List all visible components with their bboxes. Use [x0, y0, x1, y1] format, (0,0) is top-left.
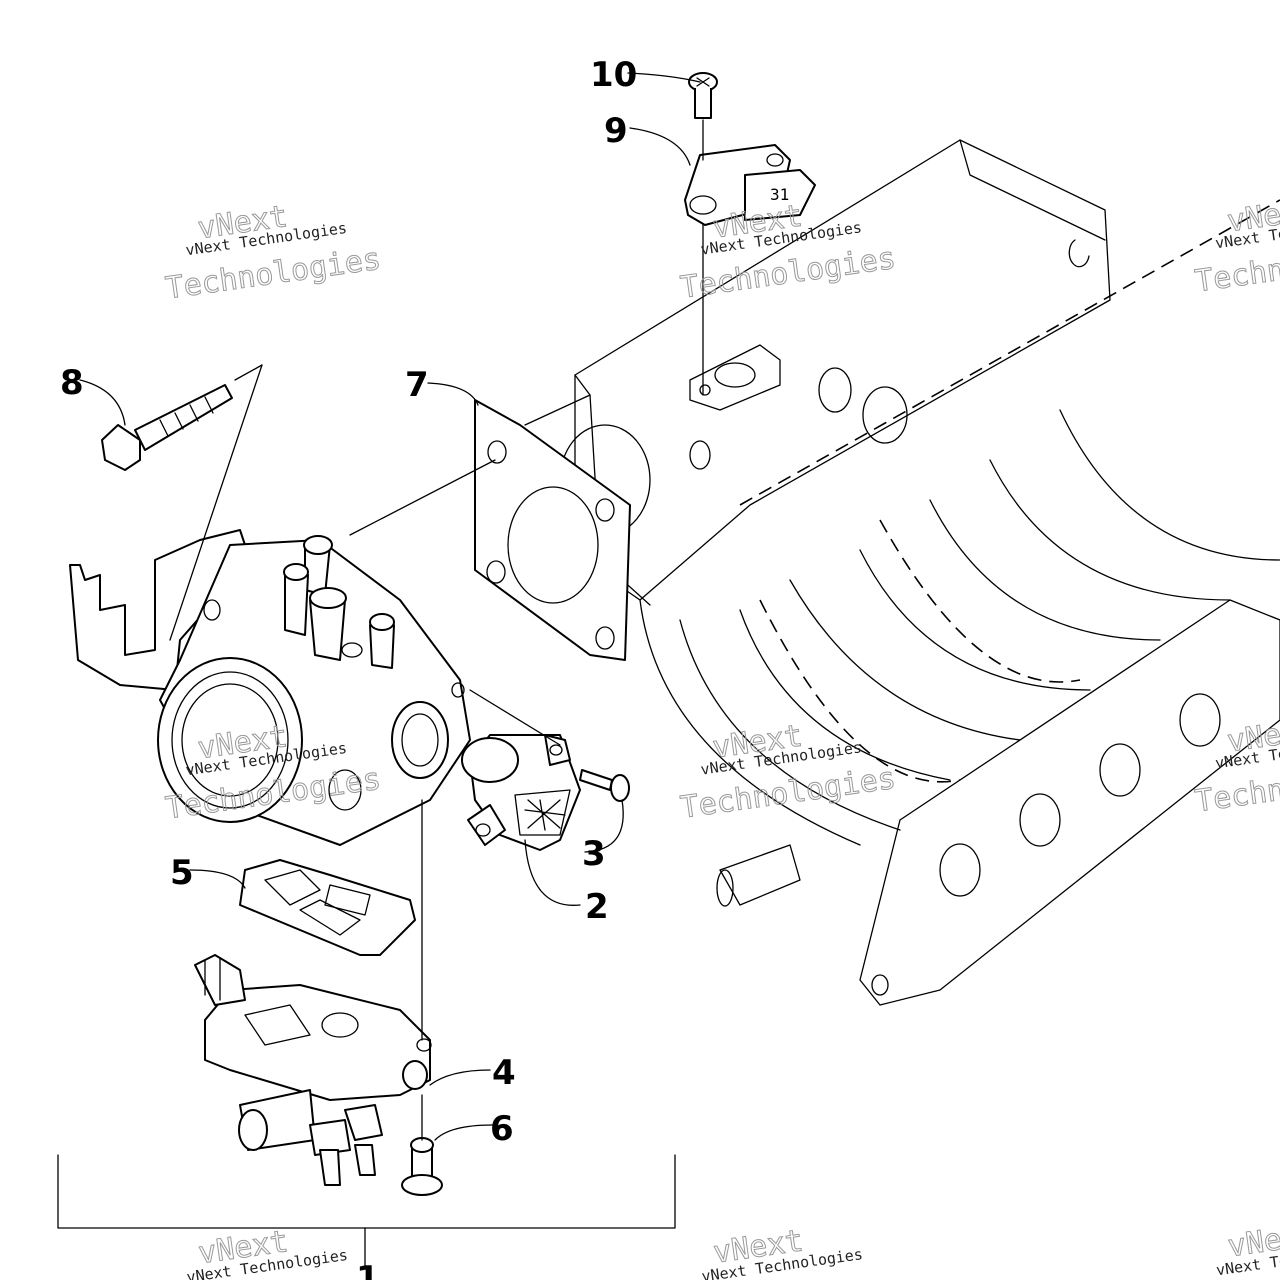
watermark-bottom-center: vNext vNext Technologies [700, 1223, 863, 1280]
screw-part-3 [579, 769, 630, 802]
callout-6: 6 [490, 1109, 514, 1149]
screw-part-6 [401, 1137, 443, 1196]
callout-8: 8 [60, 363, 84, 403]
callout-7: 7 [405, 365, 429, 405]
watermark-bottom-right: vNext vNext Technologies [1215, 1217, 1280, 1280]
callout-labels: 10 9 8 7 5 3 2 4 6 1 [60, 55, 637, 1280]
gasket-part-5 [239, 859, 416, 956]
screw-part-10 [688, 72, 718, 119]
bolt-part-8 [101, 384, 233, 471]
sensor-marking: 31 [770, 185, 789, 204]
callout-9: 9 [604, 111, 628, 151]
sensor-part-9: 31 [684, 144, 816, 226]
callout-4: 4 [492, 1053, 516, 1093]
callout-2: 2 [585, 887, 609, 927]
watermark-bottom-left: vNext vNext Technologies [185, 1224, 348, 1280]
watermark-top-right: vNext vNext Technologies Technologies [1192, 192, 1280, 300]
callout-10: 10 [590, 55, 637, 95]
callout-1: 1 [356, 1259, 380, 1280]
watermark-mid-right: vNext vNext Technologies Technologies [1192, 712, 1280, 820]
intake-manifold [559, 139, 1280, 1006]
callout-5: 5 [170, 853, 194, 893]
throttle-body [69, 529, 471, 846]
assembly-lines [57, 72, 704, 1269]
sensor-part-2 [461, 734, 581, 851]
watermark-top-left: vNext vNext Technologies Technologies [163, 199, 384, 307]
iac-valve-part-4 [194, 954, 432, 1186]
callout-3: 3 [582, 834, 606, 874]
watermark-mid-center: vNext vNext Technologies Technologies [678, 718, 899, 826]
gasket-part-7 [474, 399, 631, 661]
